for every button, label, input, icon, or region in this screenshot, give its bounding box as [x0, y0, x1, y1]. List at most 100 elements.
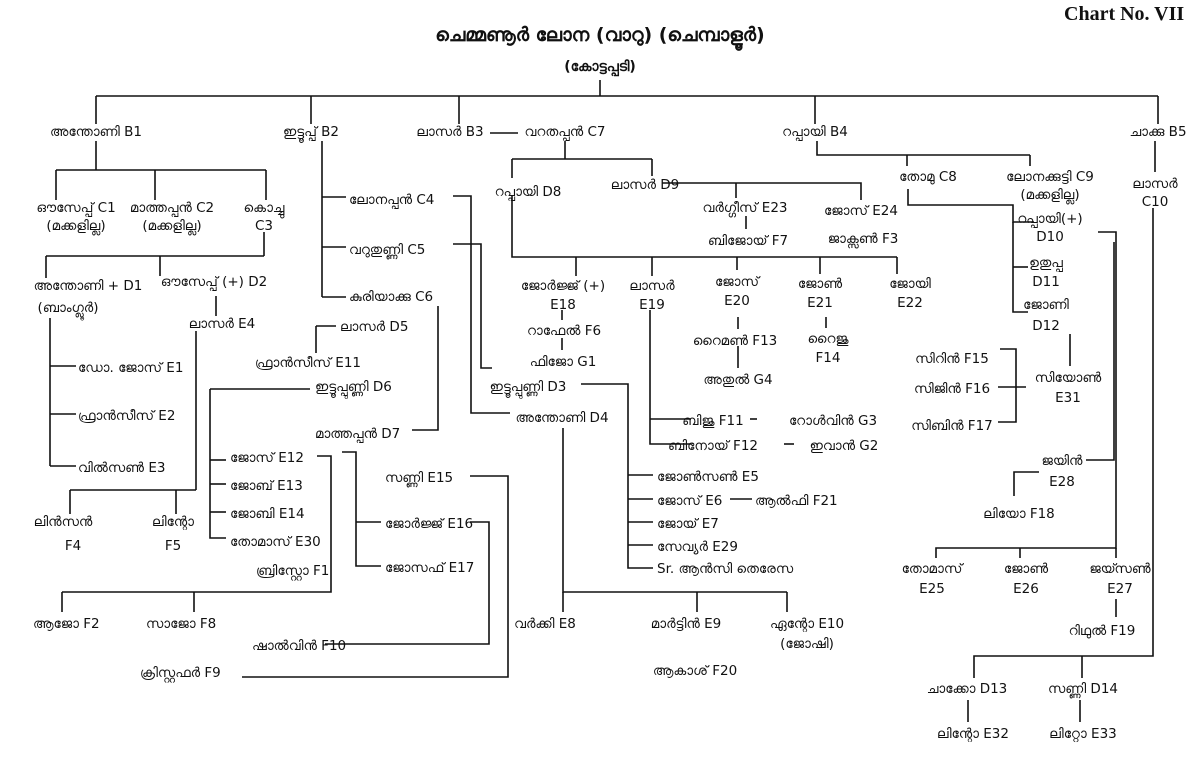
person-d7: മാത്തപ്പൻ D7 — [315, 426, 401, 442]
person-g3: റോൾവിൻ G3 — [788, 413, 878, 429]
chart-number: Chart No. VII — [1064, 3, 1185, 25]
person-c2n: (മക്കളില്ല) — [142, 218, 202, 234]
person-e22b: E22 — [897, 295, 923, 311]
connector-line — [816, 141, 1030, 156]
connector-line — [581, 383, 653, 569]
chart-title: ചെമ്മണൂർ ലോന (വാറു) (ചെമ്പാളൂർ) — [435, 24, 765, 46]
chart-subtitle: (കോട്ടപ്പടി) — [564, 59, 636, 75]
person-e17: ജോസഫ് E17 — [385, 560, 475, 576]
person-f4b: F4 — [64, 538, 82, 554]
person-c2: മാത്തപ്പൻ C2 — [129, 200, 215, 216]
person-e18a: ജോർജ്ജ് (+) — [520, 278, 606, 294]
person-c9: ലോനക്കുട്ടി C9 — [1006, 169, 1094, 185]
connector-line — [412, 306, 439, 431]
person-e2: ഫ്രാൻസീസ് E2 — [78, 408, 176, 424]
person-f1: ബ്രിസ്റ്റോ F1 — [256, 563, 330, 579]
person-e27b: E27 — [1107, 581, 1133, 597]
person-c7: വറതപ്പൻ C7 — [524, 124, 606, 140]
person-f11: ബിജു F11 — [682, 413, 744, 429]
person-f10: ഷാൽവിൻ F10 — [252, 638, 347, 654]
person-e19a: ലാസർ — [629, 278, 675, 294]
person-d9: ലാസർ D9 — [610, 177, 680, 193]
person-d1: അന്തോണി + D1 — [33, 278, 143, 294]
person-e25a: തോമാസ് — [901, 561, 963, 577]
person-e32: ലിന്റോ E32 — [937, 726, 1009, 742]
person-e33: ലിറ്റോ E33 — [1049, 726, 1117, 742]
person-b4: റപ്പായി B4 — [782, 124, 848, 140]
person-d6: ഇട്ടൂപ്പുണ്ണി D6 — [315, 379, 392, 395]
person-d14: സണ്ണി D14 — [1047, 681, 1119, 697]
person-e18b: E18 — [550, 297, 576, 313]
person-b1: അന്തോണി B1 — [50, 124, 142, 140]
person-d10b: D10 — [1036, 229, 1064, 245]
connector-line — [1012, 222, 1028, 313]
person-e21a: ജോൺ — [797, 276, 843, 292]
person-e13: ജോബ് E13 — [230, 478, 303, 494]
person-d8: റപ്പായി D8 — [494, 184, 562, 200]
person-e24: ജോസ് E24 — [824, 203, 898, 219]
person-b3: ലാസർ B3 — [416, 124, 484, 140]
person-g4: അതുൽ G4 — [703, 372, 773, 388]
person-e20b: E20 — [724, 293, 750, 309]
person-f4a: ലിൻസൻ — [33, 514, 93, 530]
person-e30: തോമാസ് E30 — [230, 534, 321, 550]
connector-line — [342, 451, 381, 567]
person-f6: റാഫേൽ F6 — [526, 323, 602, 339]
person-d3: ഇട്ടൂപ്പുണ്ണി D3 — [489, 379, 567, 395]
person-c3a: കൊച്ചു — [243, 200, 285, 216]
person-e31a: സിയോൺ — [1034, 370, 1102, 386]
person-e22a: ജോയി — [889, 276, 931, 292]
person-g2: ഇവാൻ G2 — [809, 438, 879, 454]
person-f16: സിജിൻ F16 — [913, 381, 991, 397]
person-e6: ജോസ് E6 — [657, 493, 723, 509]
person-c9n: (മക്കളില്ല) — [1020, 187, 1080, 203]
person-e28b: E28 — [1049, 474, 1075, 490]
person-sr: Sr. ആൻസി തെരേസ — [657, 561, 794, 577]
person-e9: മാർട്ടിൻ E9 — [650, 616, 722, 632]
connector-line — [62, 455, 332, 593]
person-f5b: F5 — [164, 538, 182, 554]
person-e10n: (ജോഷി) — [780, 636, 834, 652]
person-c4: ലോനപ്പൻ C4 — [349, 192, 435, 208]
person-f12: ബിനോയ് F12 — [668, 438, 758, 454]
person-d12b: D12 — [1032, 318, 1060, 334]
person-e21b: E21 — [807, 295, 833, 311]
person-f8: സാജോ F8 — [146, 616, 217, 632]
person-e7: ജോയ് E7 — [657, 516, 719, 532]
person-c8: തോമു C8 — [899, 169, 957, 185]
person-b5: ചാക്കു B5 — [1129, 124, 1187, 140]
person-c1n: (മക്കളില്ല) — [46, 218, 106, 234]
person-f3: ജാക്സൺ F3 — [827, 231, 899, 247]
person-f7: ബിജോയ് F7 — [707, 233, 789, 249]
person-f14b: F14 — [815, 350, 841, 366]
person-f13: റൈമൺ F13 — [692, 333, 778, 349]
person-d11a: ഉതുപ്പ — [1029, 255, 1063, 271]
connector-line — [1013, 471, 1039, 496]
person-c10b: C10 — [1141, 194, 1169, 210]
person-e26b: E26 — [1013, 581, 1039, 597]
person-e27a: ജയ്സൺ — [1089, 561, 1151, 577]
connector-line — [649, 310, 691, 445]
person-d13: ചാക്കോ D13 — [926, 681, 1008, 697]
person-d4: അന്തോണി D4 — [515, 410, 609, 426]
connector-line — [453, 243, 492, 369]
person-e31b: E31 — [1055, 390, 1081, 406]
person-f18: ലിയോ F18 — [983, 506, 1055, 522]
person-c5: വറുതുണ്ണി C5 — [349, 242, 426, 258]
person-d11b: D11 — [1032, 274, 1060, 290]
person-c3b: C3 — [254, 218, 274, 234]
person-f5a: ലിന്റോ — [152, 514, 194, 530]
person-d12a: ജോണി — [1023, 297, 1069, 313]
person-f19: റിഥുൽ F19 — [1068, 623, 1136, 639]
person-e12: ജോസ് E12 — [230, 450, 304, 466]
person-e29: സേവ്യർ E29 — [657, 539, 738, 555]
person-e26a: ജോൺ — [1003, 561, 1049, 577]
person-f2: ആജോ F2 — [33, 616, 100, 632]
person-c6: കുരിയാക്കു C6 — [349, 289, 434, 305]
person-e11: ഫ്രാൻസീസ് E11 — [255, 355, 362, 371]
connector-line — [453, 195, 510, 414]
person-e20a: ജോസ് — [715, 274, 759, 290]
person-f21: ആൽഫി F21 — [755, 493, 838, 509]
